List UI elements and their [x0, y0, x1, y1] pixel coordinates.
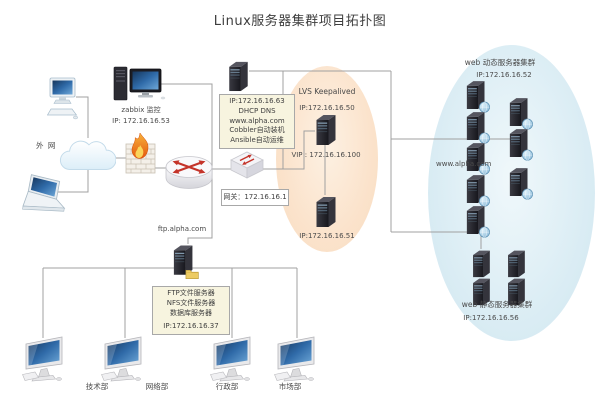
static-cluster-ip: IP:172.16.16.56: [463, 314, 519, 322]
admin-note-line: DHCP DNS: [238, 106, 276, 115]
ftp-note-line: NFS文件服务器: [166, 298, 216, 307]
web-server-icon: [508, 126, 534, 162]
switch-icon: [227, 148, 267, 182]
cloud-icon: [58, 132, 116, 176]
zabbix-label: zabbix 监控: [121, 106, 161, 114]
imac-icon: [274, 336, 322, 382]
diagram-title: Linux服务器集群项目拓扑图: [213, 14, 387, 29]
dept-label-tech: 技术部: [85, 382, 109, 391]
gateway-label: 网关：172.16.16.1: [221, 189, 289, 206]
lvs-title: LVS Keepalived: [298, 87, 356, 96]
firewall-icon: [120, 130, 160, 176]
ftp-server-icon: [171, 242, 199, 280]
router-icon: [163, 150, 215, 192]
static-server-icon: [470, 248, 492, 278]
dynamic-cluster-ip: IP:172.16.16.52: [476, 71, 532, 79]
ftp-note-line: 数据库服务器: [170, 308, 212, 317]
imac-icon: [101, 336, 149, 382]
laptop-icon: [22, 172, 68, 216]
static-server-icon: [505, 248, 527, 278]
zabbix-ip: IP: 172.16.16.53: [112, 117, 170, 125]
admin-note-line: www.alpha.com: [229, 116, 285, 125]
web-server-icon: [465, 203, 491, 239]
admin-server-note: IP:172.16.16.63 DHCP DNS www.alpha.com C…: [219, 94, 295, 149]
lvs-backup-server-icon: [314, 194, 337, 228]
dynamic-cluster-title: web 动态服务器集群: [464, 58, 536, 67]
web-server-icon: [508, 165, 534, 201]
admin-server-icon: [227, 59, 249, 92]
ftp-note-line: FTP文件服务器: [167, 289, 215, 297]
dept-label-network: 网络部: [145, 382, 169, 391]
desktop-computer-icon: [47, 76, 79, 120]
lvs-backup-ip: IP:172.16.16.51: [299, 232, 355, 240]
www-domain-label: www.alpha.com: [436, 160, 492, 168]
lvs-master-ip: IP:172.16.16.50: [299, 104, 355, 112]
imac-icon: [210, 336, 258, 382]
admin-note-line: IP:172.16.16.63: [229, 97, 285, 105]
admin-note-line: Ansible自动运维: [230, 136, 284, 145]
web-server-icon: [465, 140, 491, 176]
ftp-domain-label: ftp.alpha.com: [157, 225, 207, 233]
static-cluster-title: web 静态服务器集群: [461, 300, 533, 309]
dept-label-admin: 行政部: [215, 382, 239, 391]
ftp-note-ip: IP:172.16.16.37: [163, 322, 219, 331]
dept-label-market: 市场部: [278, 382, 302, 391]
admin-note-line: Cobbler自动装机: [229, 126, 285, 135]
lvs-master-server-icon: [314, 112, 337, 146]
zabbix-workstation-icon: [112, 64, 166, 106]
imac-icon: [22, 336, 70, 382]
external-network-label: 外 网: [36, 141, 57, 150]
ftp-server-note: FTP文件服务器 NFS文件服务器 数据库服务器 IP:172.16.16.37: [152, 286, 230, 336]
lvs-vip-label: VIP : 172.16.16.100: [291, 151, 361, 159]
